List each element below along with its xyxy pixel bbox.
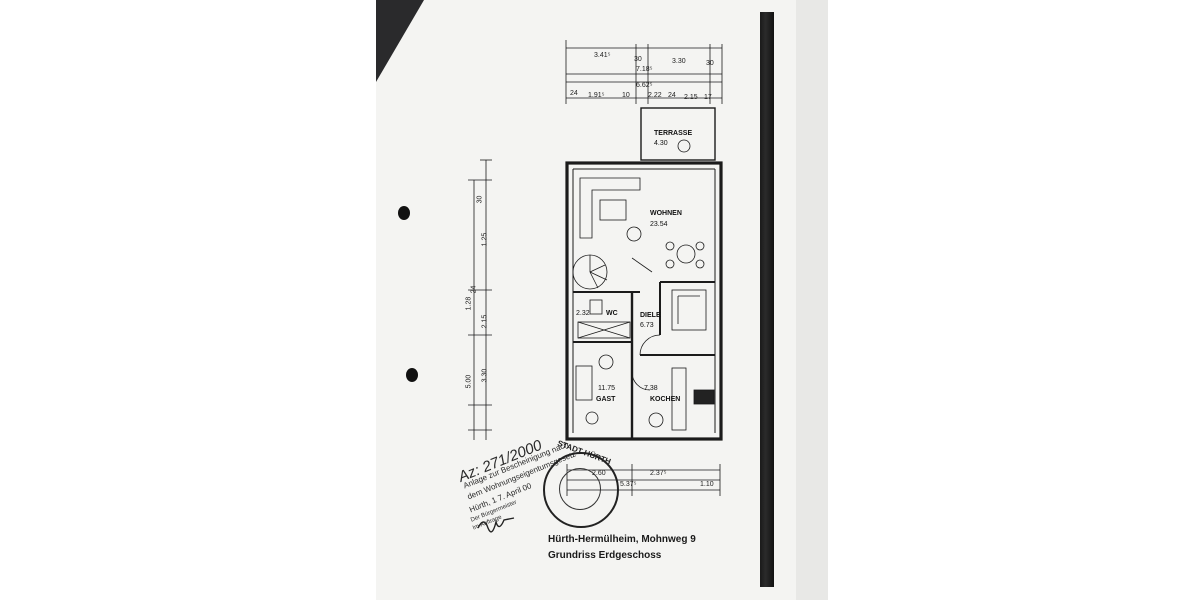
dim-bottom-4: 1.10 [700,481,714,488]
dim-top-2: 30 [634,56,642,63]
room-kochen-label: KOCHEN [650,396,681,403]
dim-left-4: 1.28 [465,296,473,311]
room-terrasse-area: 4.30 [654,140,668,147]
caption-subtitle: Grundriss Erdgeschoss [548,550,662,561]
room-kochen-area: 7.38 [644,385,658,392]
dim-left-7: 3.30 [481,368,489,383]
copy-edge-shadow [760,12,774,587]
seal-emblem [559,468,601,510]
punch-hole-bottom [406,368,418,382]
room-wc-label: WC [606,310,618,317]
dim-top-7: 24 [570,90,578,97]
room-terrasse-label: TERRASSE [654,130,693,137]
dim-left-5: 2.15 [481,314,489,329]
signature [477,517,515,533]
dim-top-13: 17 [704,94,712,101]
room-wc-area: 2.32 [576,310,590,317]
dim-bottom-3: 5.37⁵ [620,481,637,488]
dim-top-4: 30 [706,60,714,67]
dim-top-6: 6.62⁵ [636,82,653,89]
dim-top-11: 24 [668,92,676,99]
official-seal [543,452,619,528]
dim-left-3: 24 [470,285,478,294]
room-diele-area: 6.73 [640,322,654,329]
room-diele-label: DIELE [640,312,661,319]
dim-top-5: 7.18⁵ [636,66,653,73]
dim-bottom-2: 2.37⁵ [650,470,667,477]
dim-top-3: 3.30 [672,58,686,65]
dim-left-6: 5.00 [465,374,473,389]
room-gast-label: GAST [596,396,616,403]
room-wohnen-label: WOHNEN [650,210,682,217]
punch-hole-top [398,206,410,220]
dim-top-1: 3.41⁵ [594,52,611,59]
dim-top-10: 2.22 [648,92,662,99]
room-wohnen-area: 23.54 [650,221,668,228]
caption-address: Hürth-Hermülheim, Mohnweg 9 [548,534,696,545]
dim-left-2: 1.25 [481,232,489,247]
dim-top-12: 2.15 [684,94,698,101]
dim-top-9: 10 [622,92,630,99]
dim-top-8: 1.91⁵ [588,92,605,99]
room-gast-area: 11.75 [598,385,615,392]
dim-left-1: 30 [476,195,484,204]
